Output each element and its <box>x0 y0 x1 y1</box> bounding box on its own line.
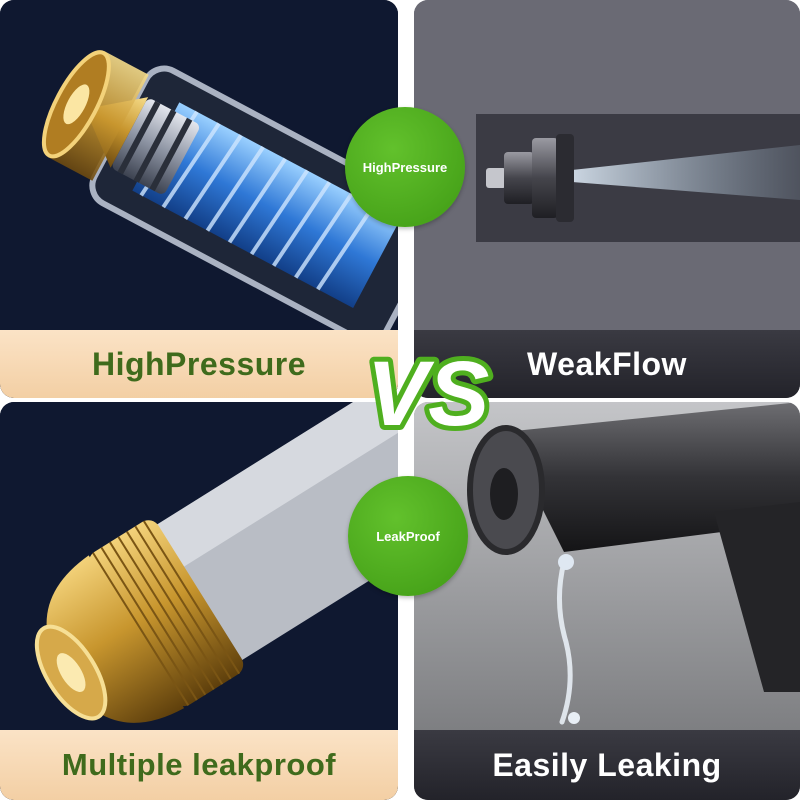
caption-weak-flow: WeakFlow <box>414 330 800 398</box>
leakproof-badge: LeakProof <box>348 476 468 596</box>
vs-text: VS <box>367 345 490 445</box>
caption-multiple-leakproof: Multiple leakproof <box>0 730 398 800</box>
caption-high-pressure: HighPressure <box>0 330 398 398</box>
leakproof-badge-label: LeakProof <box>376 528 440 544</box>
vs-emblem: VS <box>362 345 495 445</box>
panel-weak-flow: WeakFlow <box>414 0 800 398</box>
panel-leakproof: Multiple leakproof <box>0 402 398 800</box>
high-pressure-badge-label: HighPressure <box>362 159 448 175</box>
caption-easily-leaking: Easily Leaking <box>414 730 800 800</box>
panel-high-pressure: HighPressure <box>0 0 398 398</box>
panel-easily-leaking: Easily Leaking <box>414 402 800 800</box>
high-pressure-badge: HighPressure <box>345 107 465 227</box>
